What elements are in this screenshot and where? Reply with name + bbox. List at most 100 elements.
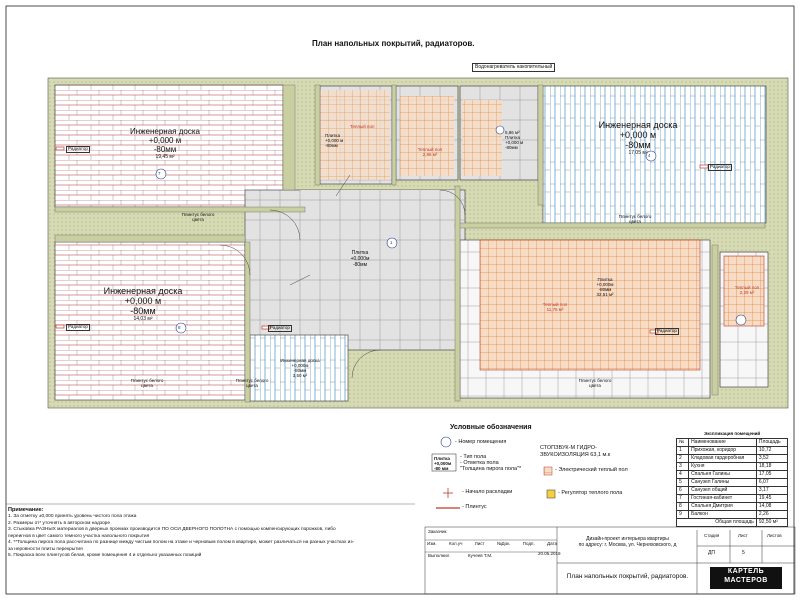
room-living-label: Инженерная доска +0,000 м -80мм 19,45 м² (110, 127, 220, 160)
radiator-label-1: Радиатор (66, 146, 90, 153)
note-line: за неровности плиты перекрытия (8, 546, 83, 552)
bath2-heat-type: Теплый пол (417, 147, 443, 152)
room-bedroom-mark: +0,000 м (124, 296, 162, 306)
plinth-label-3: Плинтус белого цвета (130, 378, 164, 388)
explication-cell: 7 (675, 493, 690, 503)
room-wardrobe-type: Инженерная доска (280, 358, 320, 363)
plinth-label-5: Плинтус белого цвета (578, 378, 612, 388)
explication-cell: Санузел общий (688, 485, 757, 495)
stamp-author: Кучеев Т.М. (468, 553, 493, 558)
legend-electric-floor: - Электрический теплый пол (555, 467, 628, 473)
explication-cell: 3,52 (755, 453, 789, 463)
explication-cell: 3 (675, 461, 690, 471)
room-hall-type: Плитка (351, 250, 369, 256)
note-line: переигнов в цвет самого темного участка … (8, 533, 150, 539)
company-logo: КАРТЕЛЬ МАСТЕРОВ (710, 567, 782, 589)
room-right-type: Инженерная доска (598, 120, 678, 130)
explication-cell: Санузел Галины (688, 477, 757, 487)
stamp-col: Изм. (427, 541, 437, 546)
legend-layout-start: - Начало раскладки (462, 489, 513, 495)
radiator-label-5: Радиатор (268, 325, 292, 332)
explication-title: Экспликация помещений (704, 431, 761, 436)
room-number-4: 4 (648, 153, 651, 158)
room-kitchen-thick: -80мм (598, 287, 612, 292)
room-number-1: 1 (390, 240, 393, 245)
stamp-author-role: Выполнил (428, 553, 450, 558)
plinth-label-2: Плинтус белого цвета (618, 214, 652, 224)
legend-regulator: - Регулятор теплого пола (558, 490, 623, 496)
explication-cell: 5 (675, 477, 690, 487)
explication-header-cell: Площадь (755, 437, 789, 447)
explication-cell: 18,18 (755, 461, 789, 471)
legend-room-number: - Номер помещения (455, 439, 507, 445)
room-wardrobe-mark: +0,000м (291, 363, 309, 368)
room-right-mark: +0,000 м (619, 130, 657, 140)
room-kitchen-area: 32,51 м² (596, 292, 614, 297)
balcony-heat-type: Теплый пол (734, 285, 760, 290)
room-living-mark: +0,000 м (148, 136, 182, 145)
bath2-heat-label: Теплый пол 2,86 м² (410, 147, 450, 157)
stamp-col: Кол.уч (448, 541, 463, 546)
legend-floor-thick: "Толщина пирога пола"* (460, 466, 522, 472)
explication-cell: Кладовая гардеробная (688, 453, 757, 463)
stamp-sheet-h: Лист (738, 533, 748, 538)
kitchen-heat-type: Теплый пол (542, 302, 568, 307)
room-bath3-thick: -80мм (505, 145, 518, 150)
room-bath1-type: Плитка (325, 133, 341, 138)
legend-floor-type: - Тип пола (460, 454, 487, 460)
explication-total-label: Общая площадь (676, 517, 757, 527)
room-living-type: Инженерная доска (130, 127, 200, 136)
room-kitchen-label: Плитка +0,000м -80мм 32,51 м² (585, 277, 625, 297)
note-line: 3. Стыковка РАЗНЫХ материалов в дверных … (8, 527, 336, 533)
room-number-7: 7 (158, 171, 161, 176)
room-living-area: 19,45 м² (155, 154, 175, 160)
explication-cell: Прихожая, коридор (688, 445, 757, 455)
explication-total: 92,50 м² (755, 517, 789, 527)
stamp-col: №Док. (496, 541, 511, 546)
explication-cell: 14,08 (755, 501, 789, 511)
stamp-sheet: 5 (742, 550, 745, 556)
room-kitchen-mark: +0,000м (596, 282, 614, 287)
bath2-heat-area: 2,86 м² (422, 152, 438, 157)
notes-title: Примечание: (8, 507, 44, 513)
stamp-project-name: Дизайн-проект интерьера квартиры (586, 536, 669, 542)
explication-header-cell: Наименование (688, 437, 757, 447)
plinth-label-4: Плинтус белого цвета (235, 378, 269, 388)
explication-cell: 3,17 (755, 485, 789, 495)
legend-sample-thick: -80 мм (434, 466, 449, 471)
legend-floor-sample: Плитка +0,000м -80 мм (434, 456, 451, 471)
bath1-heat: Теплый пол (350, 124, 375, 129)
stamp-date: 20.05.2019 (538, 551, 561, 556)
room-living-thick: -80мм (153, 145, 177, 154)
legend-plinth: - Плинтус (462, 504, 487, 510)
stamp-col: Дата (547, 541, 557, 546)
room-bath1-label: Плитка +0,000 м -80мм (325, 133, 360, 148)
explication-cell: 9 (675, 509, 690, 519)
explication-cell: 6,07 (755, 477, 789, 487)
kitchen-heat-area: 11,76 м² (546, 307, 564, 312)
explication-cell: 1 (675, 445, 690, 455)
room-bath3-area: 5,86 м² (505, 130, 520, 135)
room-bedroom-type: Инженерная доска (103, 286, 183, 296)
stamp-col: Подп. (522, 541, 535, 546)
explication-cell: Гостиная-кабинет (688, 493, 757, 503)
room-bath3-type: Плитка (505, 135, 521, 140)
radiator-label-3: Радиатор (708, 164, 732, 171)
explication-cell: 19,45 (755, 493, 789, 503)
room-hall-label: Плитка +0,000м -80мм (335, 250, 385, 268)
room-bedroom-thick: -80мм (130, 306, 156, 316)
explication-cell: 6 (675, 485, 690, 495)
explication-cell: Балкон (688, 509, 757, 519)
stamp-address: по адресу: г. Москва, ул. Черняховского,… (578, 542, 677, 548)
explication-cell: 2 (675, 453, 690, 463)
explication-cell: 17,05 (755, 469, 789, 479)
room-bath3-label: 5,86 м² Плитка +0,000 м -80мм (505, 130, 539, 150)
stamp-col: Лист (474, 541, 485, 546)
